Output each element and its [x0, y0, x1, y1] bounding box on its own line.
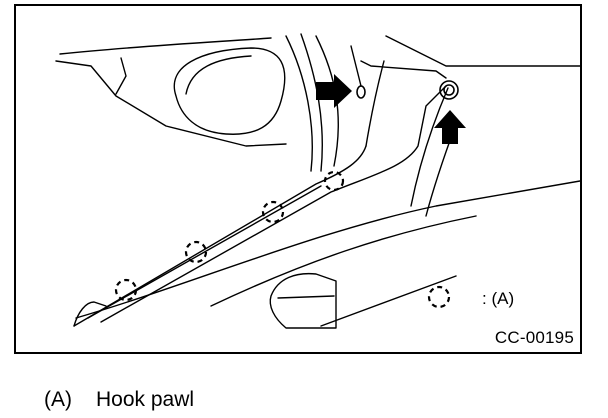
pillar-line — [285, 35, 313, 172]
caption: (A) Hook pawl — [44, 388, 194, 412]
body-outline — [360, 60, 447, 79]
caption-tag: (A) — [44, 388, 72, 411]
door-sill-illustration — [55, 33, 580, 329]
sill-trim — [73, 145, 367, 327]
caption-text: Hook pawl — [96, 388, 195, 411]
legend-label: : (A) — [482, 289, 515, 308]
hook-pawl-marker — [114, 278, 138, 302]
pillar-line — [350, 45, 362, 87]
side-panel-outline — [55, 60, 287, 147]
hook-pawl-marker — [261, 200, 285, 224]
hook-pawl-marker — [184, 240, 208, 264]
side-panel-outline — [59, 37, 272, 55]
clip-hole — [439, 80, 459, 100]
seat-cushion — [173, 47, 286, 135]
up-arrow-icon — [434, 110, 466, 144]
floor-line — [210, 215, 477, 307]
legend-dashed-circle-icon — [427, 285, 451, 309]
floor-line — [320, 275, 457, 327]
right-arrow-icon — [316, 74, 352, 108]
floor-line — [75, 180, 580, 319]
body-outline — [385, 35, 580, 67]
floor-bump — [269, 272, 337, 329]
sill-tip — [73, 301, 107, 327]
panel-curve — [115, 57, 127, 95]
diagram-figure: : (A) CC-00195 — [14, 4, 582, 354]
floor-bump-edge — [277, 295, 335, 299]
figure-code: CC-00195 — [494, 328, 574, 347]
clip-hole — [443, 84, 455, 96]
clip-hole — [356, 85, 366, 99]
sill-trim — [100, 85, 447, 323]
seat-cushion-inner — [185, 55, 252, 95]
sill-trim — [365, 60, 385, 147]
hook-pawl-marker — [323, 170, 345, 192]
